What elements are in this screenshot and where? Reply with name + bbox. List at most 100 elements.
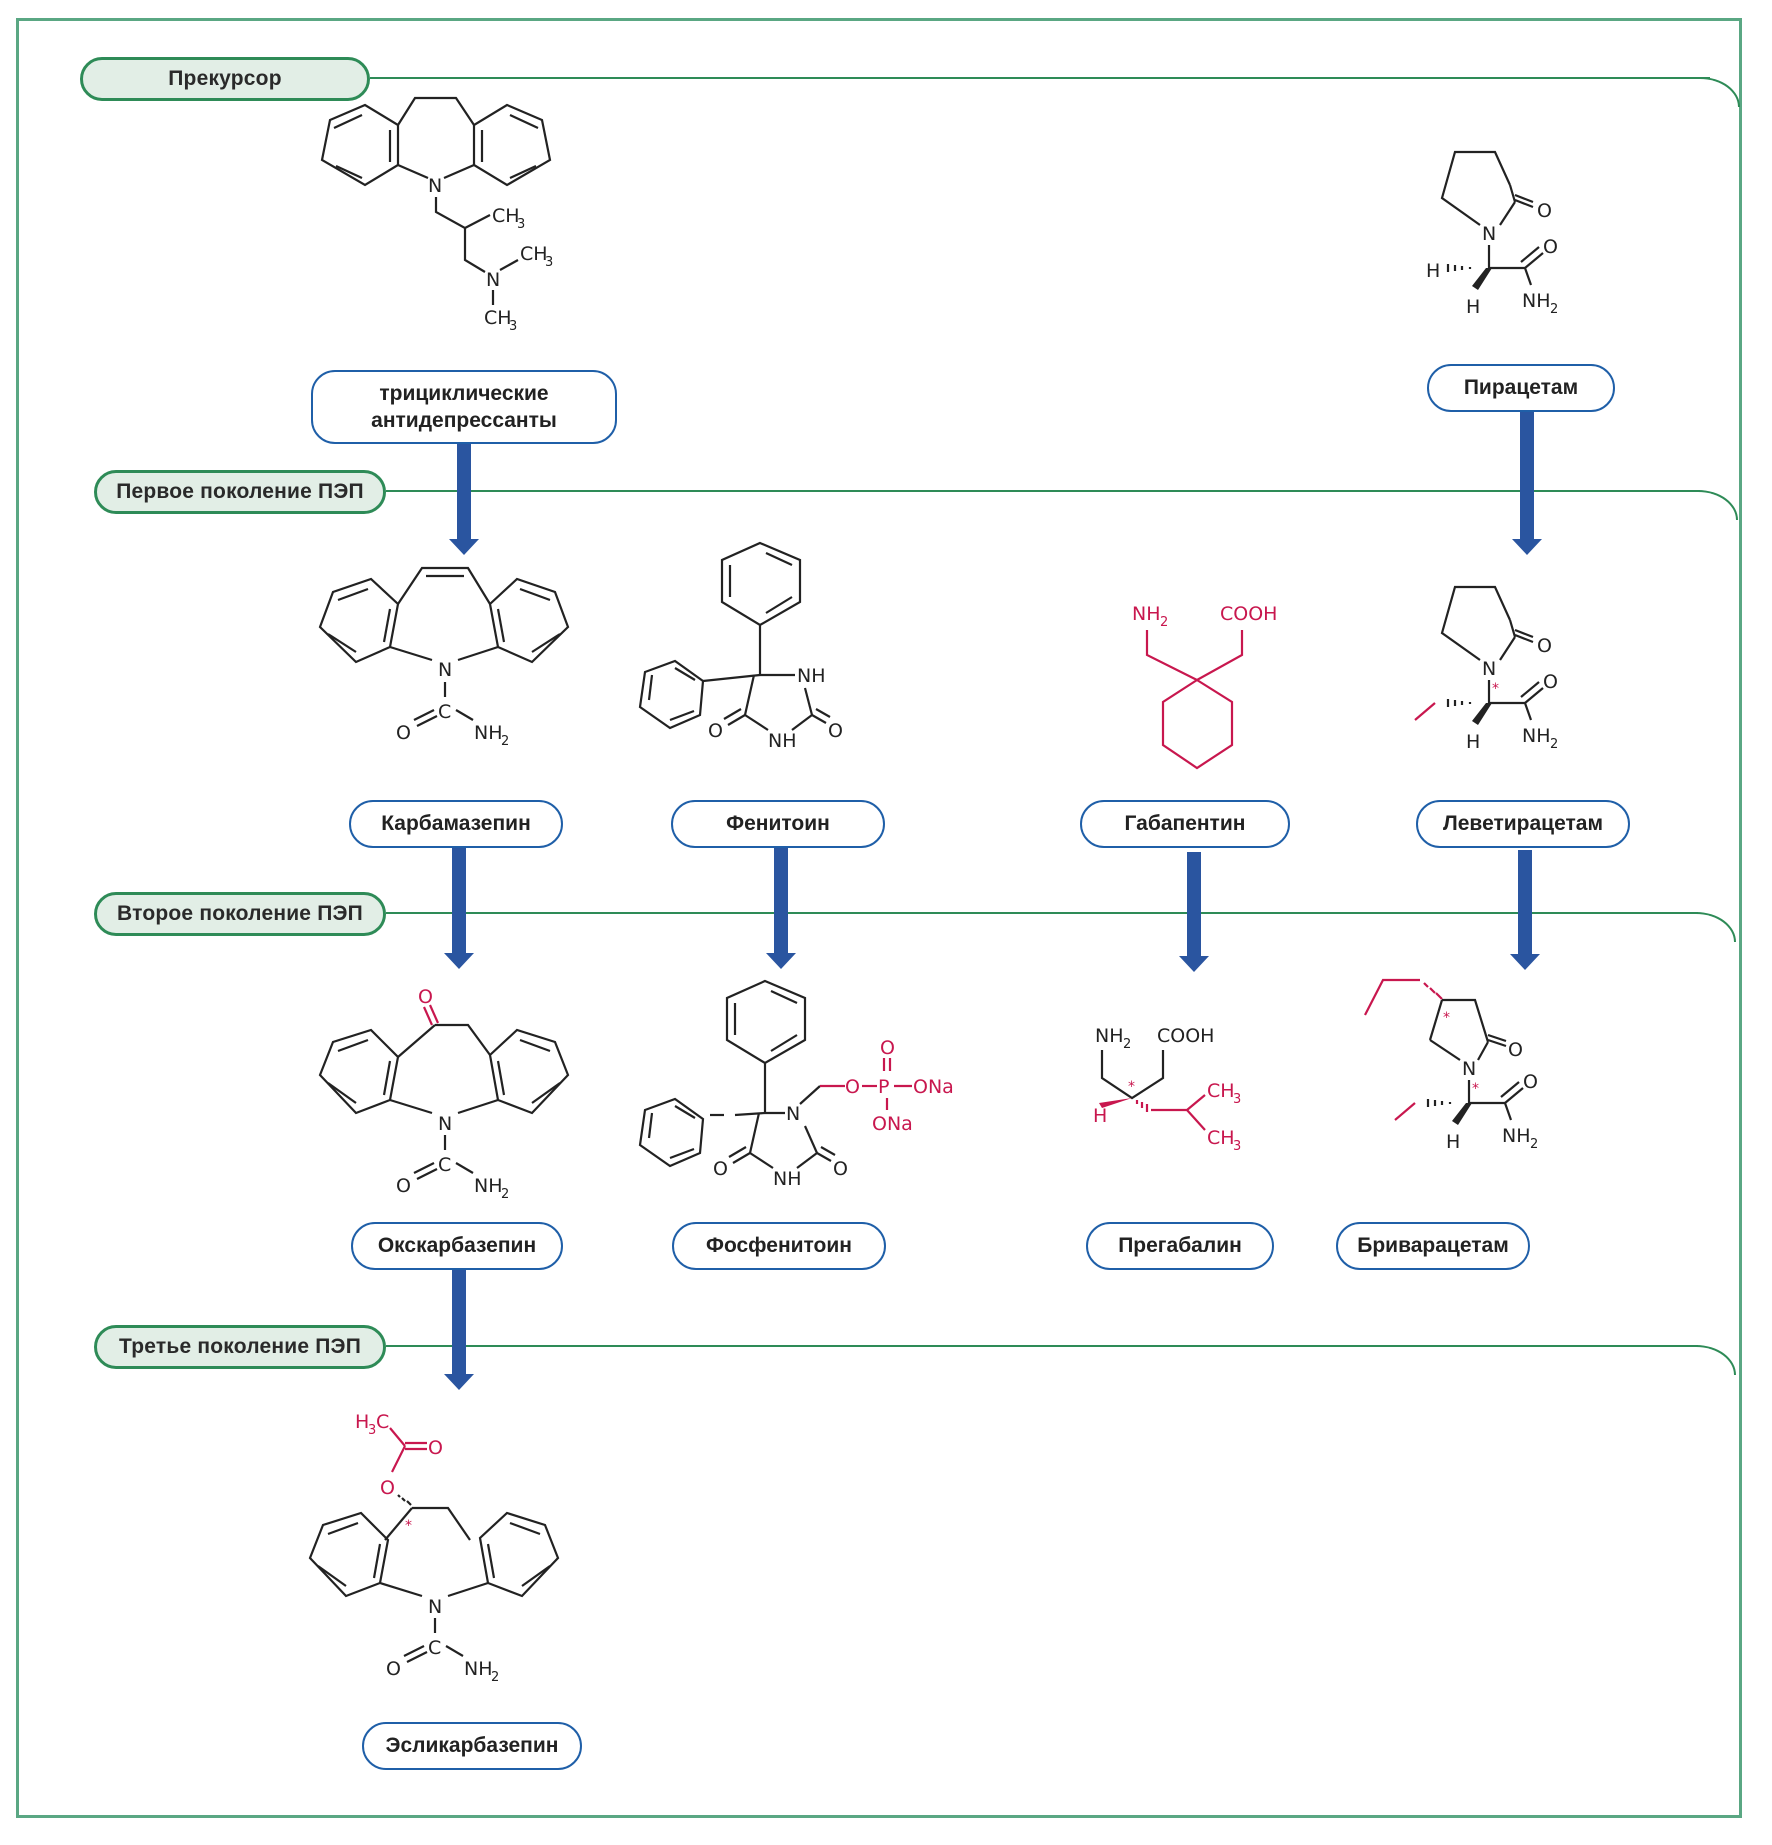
atom-ch3: CH <box>484 307 512 329</box>
atom-ch3: CH <box>520 243 548 265</box>
arrow-shaft <box>1520 411 1534 541</box>
atom-nh2: NH <box>1522 290 1551 312</box>
phenyl-ring-left <box>638 659 705 730</box>
atom-o: O <box>1537 200 1552 222</box>
atom-o: O <box>380 1477 395 1499</box>
atom-ch3: CH <box>1207 1127 1235 1149</box>
atom-h: H <box>1446 1131 1460 1153</box>
arrow-shaft <box>457 443 471 541</box>
structure-carbamazepine: N C O NH2 <box>318 566 570 749</box>
drug-label-phenytoin: Фенитоин <box>671 800 885 848</box>
atom-nh2: NH <box>1095 1025 1124 1047</box>
atom-nh2: NH <box>474 1175 503 1197</box>
drug-label-eslicarbazepine: Эсликарбазепин <box>362 1722 582 1770</box>
atom-n: N <box>1482 658 1496 680</box>
generation-label-second: Второе поколение ПЭП <box>94 892 386 936</box>
substituent-arms <box>1145 630 1244 682</box>
arrow-shaft <box>774 845 788 955</box>
subscript: 2 <box>1550 737 1558 752</box>
wedge-bond <box>1452 1103 1472 1125</box>
subscript: 2 <box>1550 302 1558 317</box>
atom-cooh: COOH <box>1157 1025 1214 1047</box>
atom-nh: NH <box>797 665 826 687</box>
atom-o: O <box>828 720 843 742</box>
subscript: 3 <box>545 255 553 270</box>
stereocenter-marker: * <box>1128 1079 1135 1095</box>
atom-c: C <box>428 1637 441 1659</box>
atom-nh: NH <box>773 1168 802 1190</box>
atom-cooh: COOH <box>1220 603 1277 625</box>
stereocenter-marker: * <box>1492 681 1499 697</box>
atom-nh2: NH <box>1522 725 1551 747</box>
atom-h: H <box>1466 296 1480 318</box>
atom-h3c-c: C <box>376 1411 389 1433</box>
atom-o: O <box>833 1158 848 1180</box>
structure-oxcarbazepine: O N C O NH2 <box>318 986 570 1202</box>
atom-n: N <box>428 175 442 197</box>
arrow-head <box>1512 539 1542 555</box>
atom-o: O <box>1523 1071 1538 1093</box>
pyrrolidone-ring <box>1440 150 1512 226</box>
atom-nh: NH <box>768 730 797 752</box>
atom-o: O <box>708 720 723 742</box>
subscript: 3 <box>368 1423 376 1438</box>
subscript: 3 <box>1233 1139 1241 1154</box>
arrow-shaft <box>452 845 466 955</box>
atom-n: N <box>1482 223 1496 245</box>
drug-label-line-1: трициклические <box>379 381 549 405</box>
drug-label-piracetam: Пирацетам <box>1427 364 1615 412</box>
drug-label-line-2: антидепрессанты <box>371 409 557 432</box>
atom-o: O <box>428 1437 443 1459</box>
generation-label-precursor: Прекурсор <box>80 57 370 101</box>
propyl-chain <box>1364 978 1420 1016</box>
ethylene-bridge <box>397 96 475 126</box>
subscript: 2 <box>1530 1137 1538 1152</box>
atom-o: O <box>1537 635 1552 657</box>
arrow-head <box>1179 956 1209 972</box>
atom-o: O <box>880 1037 895 1059</box>
atom-ch3: CH <box>1207 1080 1235 1102</box>
atom-n: N <box>428 1596 442 1618</box>
wedge-bond <box>1472 703 1492 725</box>
generation-line-third <box>386 1345 1698 1347</box>
atom-nh2: NH <box>1502 1125 1531 1147</box>
arrow-shaft <box>1518 850 1532 956</box>
drug-label-tricyclic-antidepressants: трициклические антидепрессанты <box>311 370 617 444</box>
atom-p: P <box>878 1076 889 1098</box>
structure-tricyclic-antidepressant: N CH3 N CH3 CH3 <box>320 96 553 334</box>
arrow-head <box>449 539 479 555</box>
atom-o-keto: O <box>418 986 433 1008</box>
atom-nh2: NH <box>474 722 503 744</box>
drug-label-gabapentin: Габапентин <box>1080 800 1290 848</box>
generation-line-second <box>386 912 1698 914</box>
arrow-head <box>444 1374 474 1390</box>
atom-o: O <box>386 1658 401 1680</box>
side-chain <box>434 197 486 273</box>
drug-label-levetiracetam: Леветирацетам <box>1416 800 1630 848</box>
subscript: 3 <box>517 217 525 232</box>
atom-o: O <box>1543 236 1558 258</box>
drug-label-brivaracetam: Бриварацетам <box>1336 1222 1530 1270</box>
atom-ona: ONa <box>872 1113 913 1135</box>
atom-ch3: CH <box>492 205 520 227</box>
atom-nh2: NH <box>464 1658 493 1680</box>
drug-label-oxcarbazepine: Окскарбазепин <box>351 1222 563 1270</box>
subscript: 2 <box>1123 1037 1131 1052</box>
wedge-bond <box>1099 1098 1132 1108</box>
atom-h: H <box>1426 260 1440 282</box>
wedge-bond <box>1472 268 1492 290</box>
atom-c: C <box>438 1154 451 1176</box>
atom-o: O <box>1508 1039 1523 1061</box>
atom-o: O <box>1543 671 1558 693</box>
atom-nh2: NH <box>1132 603 1161 625</box>
atom-o: O <box>713 1158 728 1180</box>
olefin-bridge <box>397 566 491 605</box>
arrow-head <box>766 953 796 969</box>
generation-label-first: Первое поколение ПЭП <box>94 470 386 514</box>
atom-h: H <box>1093 1105 1107 1127</box>
atom-ona: ONa <box>913 1076 954 1098</box>
